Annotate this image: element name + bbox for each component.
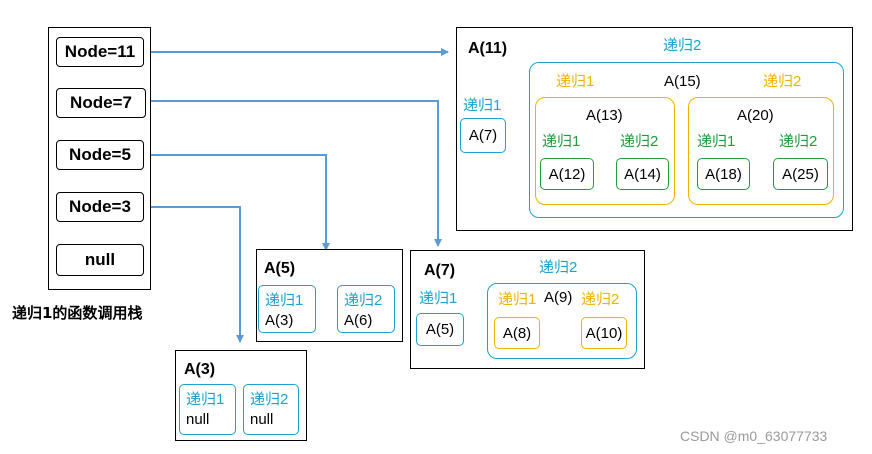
panel-a3-right-value: null <box>250 411 274 428</box>
box-a13 <box>535 97 675 205</box>
panel-a5-right-label: 递归2 <box>344 292 383 309</box>
node-a5-bottom-label: A(5) <box>425 321 455 338</box>
box-a20-rec2-label: 递归2 <box>779 133 818 150</box>
box-a20 <box>688 97 834 205</box>
connector-node7-to-a7 <box>146 100 442 247</box>
stack-node-5: Node=5 <box>56 140 144 170</box>
node-a12: A(12) <box>540 158 594 190</box>
box-a13-rec1-label: 递归1 <box>542 133 581 150</box>
panel-a5-title: A(5) <box>264 260 296 277</box>
panel-a11-rec1-label: 递归1 <box>463 97 502 114</box>
panel-a11-title: A(11) <box>468 40 508 57</box>
panel-a7-title: A(7) <box>424 262 456 279</box>
node-a18: A(18) <box>697 158 750 190</box>
panel-a7-rec2-label: 递归2 <box>539 259 578 276</box>
panel-a7-rec1-label: 递归1 <box>419 290 458 307</box>
node-a25: A(25) <box>773 158 828 190</box>
stack-node-7: Node=7 <box>56 88 146 118</box>
panel-a5-right-box: 递归2 A(6) <box>337 285 395 333</box>
node-a7-top-label: A(7) <box>468 127 498 144</box>
call-stack-caption: 递归1的函数调用栈 <box>12 304 143 322</box>
box-a9-rec1-label: 递归1 <box>498 291 537 308</box>
stack-node-11: Node=11 <box>56 37 144 67</box>
panel-a11-rec2-label: 递归2 <box>663 37 702 54</box>
panel-a3-right-label: 递归2 <box>250 391 289 408</box>
watermark: CSDN @m0_63077733 <box>680 428 828 444</box>
box-a15-title: A(15) <box>664 73 701 90</box>
box-a13-title: A(13) <box>586 107 623 124</box>
panel-a5-left-value: A(3) <box>265 312 294 329</box>
box-a20-rec1-label: 递归1 <box>697 133 736 150</box>
box-a13-rec2-label: 递归2 <box>620 133 659 150</box>
node-a10: A(10) <box>581 317 627 349</box>
panel-a3-right-box: 递归2 null <box>243 384 299 435</box>
node-a7-top: A(7) <box>460 118 506 153</box>
connector-node5-to-a5 <box>144 154 330 251</box>
box-a15-rec1-label: 递归1 <box>556 73 595 90</box>
panel-a5-right-value: A(6) <box>344 312 373 329</box>
node-a5-bottom: A(5) <box>416 313 464 346</box>
panel-a5-left-box: 递归1 A(3) <box>258 285 316 333</box>
panel-a3-title: A(3) <box>184 361 216 378</box>
box-a15-rec2-label: 递归2 <box>763 73 802 90</box>
panel-a3-left-label: 递归1 <box>186 391 225 408</box>
stack-node-3: Node=3 <box>56 192 144 222</box>
stack-node-null: null <box>56 244 144 276</box>
panel-a11 <box>456 27 853 231</box>
box-a9-title: A(9) <box>544 289 573 306</box>
box-a15 <box>529 62 844 218</box>
node-a14: A(14) <box>616 158 669 190</box>
box-a20-title: A(20) <box>737 107 774 124</box>
panel-a3-left-box: 递归1 null <box>179 384 236 435</box>
panel-a5-left-label: 递归1 <box>265 292 304 309</box>
panel-a7 <box>410 250 645 369</box>
node-a8: A(8) <box>494 317 540 349</box>
box-a9-rec2-label: 递归2 <box>581 291 620 308</box>
connector-node3-to-a3 <box>144 206 244 343</box>
panel-a3-left-value: null <box>186 411 210 428</box>
box-a9 <box>487 283 637 359</box>
